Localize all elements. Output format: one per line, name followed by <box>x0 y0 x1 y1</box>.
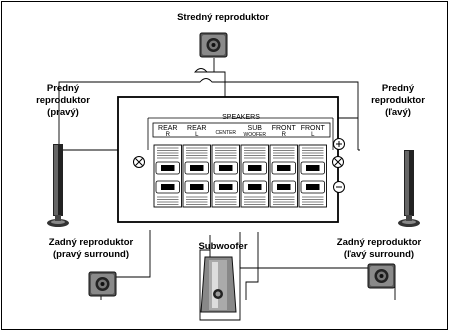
terminal-label-line1: SUB <box>248 125 263 132</box>
front-right-speaker-icon <box>47 144 69 227</box>
rear-left-label-line1: Zadný reproduktor <box>336 237 422 248</box>
front-right-label-line2: reproduktor <box>36 95 90 106</box>
terminal-label-line1: FRONT <box>301 125 326 132</box>
front-left-speaker-icon <box>398 150 420 227</box>
front-right-label: Predný reproduktor (pravý) <box>28 83 98 119</box>
terminal-label-line2: L <box>311 132 315 138</box>
terminal-block <box>182 144 211 208</box>
diagram-frame <box>1 1 448 330</box>
terminal-label-line1: REAR <box>187 125 206 132</box>
front-left-label-line2: reproduktor <box>371 95 425 106</box>
rear-left-label-line2: (ľavý surround) <box>343 249 415 260</box>
speakers-title: SPEAKERS <box>222 114 260 121</box>
front-left-label-line1: Predný <box>381 83 415 94</box>
terminal-label-line2: L <box>195 132 199 138</box>
screw-right-icon <box>332 156 344 168</box>
front-left-label: Predný reproduktor (ľavý) <box>363 83 433 119</box>
terminal-block <box>269 144 298 208</box>
rear-left-speaker-icon <box>367 263 396 289</box>
terminal-block <box>298 144 327 208</box>
plus-icon <box>333 138 345 150</box>
rear-left-label: Zadný reproduktor (ľavý surround) <box>324 237 434 261</box>
front-right-label-line3: (pravý) <box>47 107 79 118</box>
screw-left-icon <box>133 156 145 168</box>
center-speaker-icon <box>199 32 228 58</box>
terminal-block <box>211 144 240 208</box>
terminal-label-line1: FRONT <box>272 125 297 132</box>
front-left-label-line3: (ľavý) <box>385 107 411 118</box>
terminal-label-line2: R <box>166 132 171 138</box>
terminal-label-line2: R <box>282 132 287 138</box>
terminal-block <box>153 144 182 208</box>
center-speaker-label: Stredný reproduktor <box>177 12 269 23</box>
subwoofer-wire-2 <box>245 232 259 300</box>
rear-right-label: Zadný reproduktor (pravý surround) <box>36 237 146 261</box>
subwoofer-icon <box>200 256 237 313</box>
subwoofer-label: Subwoofer <box>198 241 248 252</box>
terminal-label-line2: WOOFER <box>244 132 267 138</box>
rear-right-label-line2: (pravý surround) <box>52 249 129 260</box>
terminal-blocks <box>153 144 327 208</box>
front-wire-top <box>58 78 360 151</box>
front-right-label-line1: Predný <box>46 83 80 94</box>
minus-icon <box>333 181 345 193</box>
terminal-label-line1: REAR <box>158 125 177 132</box>
rear-right-speaker-icon <box>88 271 117 297</box>
terminal-label-line2: CENTER <box>215 130 236 136</box>
rear-right-label-line1: Zadný reproduktor <box>48 237 134 248</box>
terminal-block <box>240 144 269 208</box>
center-wire <box>194 58 226 112</box>
